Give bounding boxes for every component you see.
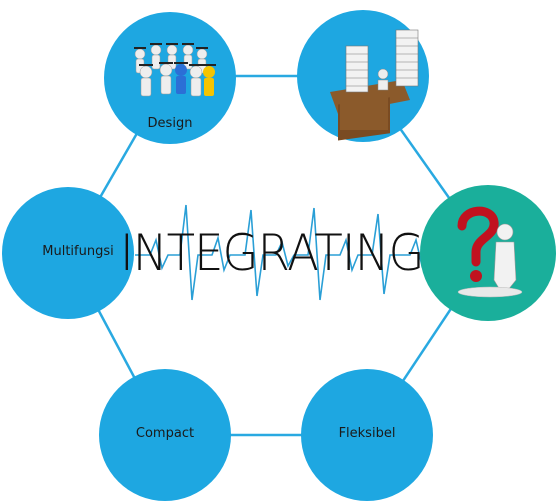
node-label-multifungsi: Multifungsi bbox=[42, 244, 114, 259]
node-label-design: Design bbox=[147, 116, 193, 131]
node-label-fleksibel: Fleksibel bbox=[338, 426, 396, 441]
node-multifungsi-circle bbox=[2, 187, 134, 319]
node-fleksibel-circle bbox=[301, 369, 433, 501]
diagram-title: INTEGRATING bbox=[120, 224, 425, 282]
paperwork-desk-icon bbox=[330, 29, 419, 141]
node-question-circle bbox=[420, 185, 556, 321]
pulse-line bbox=[135, 204, 440, 301]
graduates-icon bbox=[134, 43, 216, 97]
node-compact-circle bbox=[99, 369, 231, 501]
node-label-compact: Compact bbox=[135, 426, 195, 441]
question-person-icon bbox=[457, 206, 523, 298]
